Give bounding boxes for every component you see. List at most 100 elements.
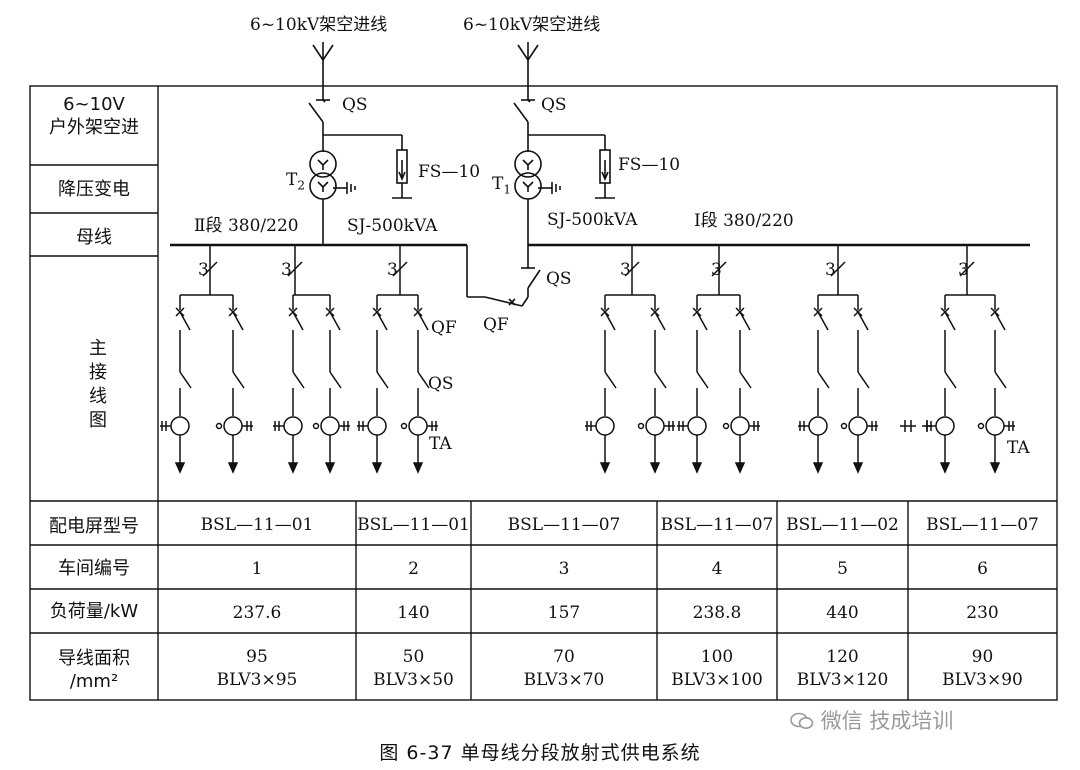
feeder-3-branch-1-ta: [367, 416, 387, 436]
wechat-icon: [790, 712, 814, 729]
table-cell-text: 238.8: [692, 602, 742, 623]
feeder-2-branch-1-qf-blade: [292, 311, 304, 331]
feeder-1-branch-2-ta-dot: [215, 422, 223, 430]
incoming-right-antenna-left: [517, 44, 529, 61]
table-cell-text: BSL—11—07: [926, 514, 1039, 535]
feeder-branches: [160, 245, 1015, 474]
diagram-static-lines: [170, 42, 1030, 307]
feeder-7-branch-2-ta: [985, 416, 1005, 436]
feeder-6-branch-2-ta: [848, 416, 868, 436]
feeder-5-phase-tick: [711, 261, 727, 277]
feeder-5-branch-1-qs-blade: [696, 371, 709, 389]
qs-label-right: QS: [541, 95, 567, 115]
feeder-5-branch-2-qs-blade: [739, 371, 752, 389]
feeder-3-branch-2-qs-blade: [417, 371, 430, 389]
feeder-4-branch-1-qf-blade: [604, 311, 616, 331]
table-cell-workshop-6: 6: [908, 558, 1057, 581]
table-cell-model-6: BSL—11—07: [908, 514, 1057, 537]
feeder-5-branch-1-ta: [687, 416, 707, 436]
side-label-incoming: 6~10V 户外架空进: [30, 93, 158, 140]
feeder-3-branch-1-qf-blade: [376, 311, 388, 331]
fs-label-left: FS—10: [418, 162, 481, 182]
row-header-model: 配电屏型号: [49, 516, 139, 537]
table-cell-text: BSL—11—07: [660, 514, 774, 535]
feeder-4-branch-1-arrow: [599, 462, 611, 474]
table-cell-text: 50: [402, 646, 425, 667]
incoming-right-tx-star-bot: [522, 181, 534, 192]
table-cell-load-6: 230: [908, 602, 1057, 625]
feeder-2-branch-2-ta-dot: [312, 422, 320, 430]
feeder-4-branch-2-arrow: [649, 462, 661, 474]
spare-ta-symbol: [900, 420, 932, 432]
side-label-busbar: 母线: [76, 227, 112, 248]
feeder-3-branch-2-ta-dot: [400, 422, 408, 430]
incoming-right-tx-star-top: [522, 159, 534, 170]
feeder-4-branch-2-ta: [645, 416, 665, 436]
incoming-right-tx-upper: [514, 150, 542, 178]
feeder-6-branch-1-qs-blade: [817, 371, 830, 389]
feeder-1-branch-2-qs-blade: [232, 371, 245, 389]
table-cell-load-4: 238.8: [657, 602, 777, 625]
table-cell-text: 2: [408, 558, 419, 579]
feeder-1-branch-1-ta: [170, 416, 190, 436]
feeder-7-branch-2-arrow: [989, 462, 1001, 474]
feeder-3-branch-1-qs-blade: [376, 371, 389, 389]
table-cell-text: 120: [826, 646, 859, 667]
table-cell-text: 230: [966, 602, 999, 623]
tie-qs-label: QS: [546, 269, 572, 289]
feeder-3-branch-2-qf-blade: [417, 311, 429, 331]
table-cell-load-3: 157: [471, 602, 657, 625]
table-cell-load-1: 237.6: [158, 602, 356, 625]
feeder-6-branch-1-qf-blade: [817, 311, 829, 331]
phase-count-3: 3: [387, 260, 398, 280]
table-cell-text: BLV3×70: [523, 669, 605, 690]
table-cell-text: BLV3×95: [216, 669, 298, 690]
feeder-3-branch-2-ta: [408, 416, 428, 436]
feeder-3-branch-2-arrow: [412, 462, 424, 474]
feeder-2-branch-2-qf-blade: [329, 311, 341, 331]
feeder-5-branch-2-ta: [730, 416, 750, 436]
side-label-main-diagram: 主接线图: [86, 338, 107, 434]
feeder-7-branch-2-qs-blade: [994, 371, 1007, 389]
feeder-1-branch-2-ta: [223, 416, 243, 436]
table-cell-workshop-3: 3: [471, 558, 657, 581]
t2-label: T2: [286, 172, 305, 192]
feeder-7-phase-tick: [959, 261, 975, 277]
feeder-4-branch-2-qs-blade: [654, 371, 667, 389]
table-cell-text: BLV3×120: [796, 669, 889, 690]
feeder-4-branch-2-ta-dot: [637, 422, 645, 430]
table-cell-text: BSL—11—01: [357, 514, 470, 535]
feeder-5-branch-1-qf-blade: [696, 311, 708, 331]
table-cell-text: BLV3×90: [942, 669, 1023, 690]
incoming-left-qs-blade: [308, 102, 324, 123]
table-outline: [29, 85, 1058, 701]
table-cell-model-3: BSL—11—07: [471, 514, 657, 537]
incoming-left-antenna-left: [312, 44, 324, 61]
incoming-right-qs-stub: [527, 99, 531, 103]
feeder-6-branch-1-ta: [808, 416, 828, 436]
incoming-left-tx-upper: [309, 150, 337, 178]
feeder-2-branch-1-arrow: [287, 462, 299, 474]
ta-label-left: TA: [429, 434, 452, 454]
feeder-7-branch-1-qf-blade: [944, 311, 956, 331]
row-header-area-line2: /mm²: [69, 671, 119, 693]
table-cell-workshop-4: 4: [657, 558, 777, 581]
feeder-5-branch-2-arrow: [734, 462, 746, 474]
feeder-7-branch-1-arrow: [939, 462, 951, 474]
feeder-3-phase-tick: [392, 261, 408, 277]
table-cell-workshop-5: 5: [777, 558, 908, 581]
phase-count-5: 3: [711, 260, 722, 280]
tie-join: [521, 296, 529, 307]
feeder-4-branch-2-qf-blade: [654, 311, 666, 331]
incoming-left-tx-star-top: [317, 159, 329, 170]
feeder-qs-label: QS: [428, 374, 454, 394]
feeder-qf-label: QF: [431, 318, 457, 338]
tie-qs-blade: [527, 269, 541, 289]
table-cell-text: 5: [837, 558, 848, 579]
feeder-2-phase-tick: [287, 261, 303, 277]
phase-count-1: 3: [198, 260, 209, 280]
table-cell-text: 440: [826, 602, 859, 623]
